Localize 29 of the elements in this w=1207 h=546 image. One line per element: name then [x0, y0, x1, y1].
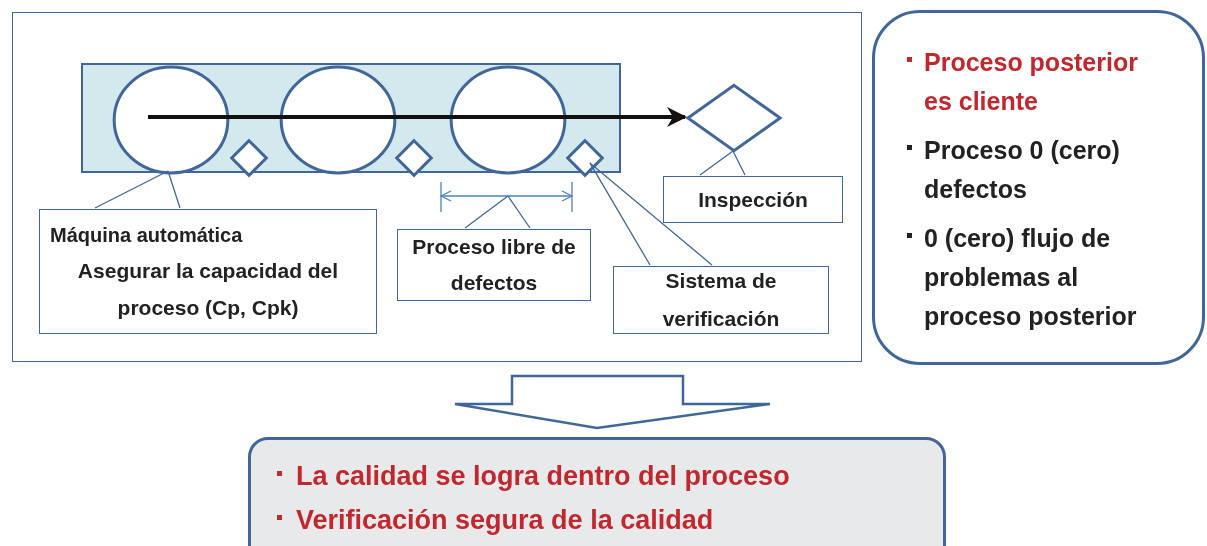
block-arrow	[453, 374, 772, 430]
check-diamond	[396, 140, 432, 176]
result-text: La calidad se logra dentro del proceso	[296, 460, 790, 493]
check-diamond	[567, 140, 603, 176]
result-panel	[248, 437, 946, 546]
check-diamond	[231, 140, 267, 176]
machine-circle	[113, 66, 229, 174]
summary-text: Proceso posterior es cliente	[924, 47, 1139, 117]
summary-panel	[872, 10, 1205, 365]
summary-text: 0 (cero) flujo de problemas al proceso posterior	[924, 223, 1138, 332]
callout-pointer	[464, 195, 531, 229]
inspection-diamond	[686, 84, 782, 152]
callout-box	[39, 209, 377, 334]
callout-text: Máquina automática	[50, 222, 243, 248]
callout-text: Sistema de verificación	[661, 268, 781, 332]
machine-circle	[280, 66, 396, 174]
callout-box	[613, 266, 829, 334]
frame	[12, 12, 862, 362]
machine-circle	[450, 66, 566, 174]
flow-arrow	[447, 107, 687, 127]
callout-text: Inspección	[698, 186, 808, 213]
result-text: Verificación segura de la calidad	[296, 504, 714, 537]
callout-pointer	[589, 162, 713, 266]
summary-text: Proceso 0 (cero) defectos	[924, 135, 1121, 205]
callout-box	[397, 229, 591, 301]
callout-pointer	[699, 150, 746, 176]
callout-box	[663, 176, 843, 223]
callout-text: Asegurar la capacidad del proceso (Cp, Cpk)	[76, 257, 340, 321]
callout-text: Proceso libre de defectos	[411, 234, 577, 296]
